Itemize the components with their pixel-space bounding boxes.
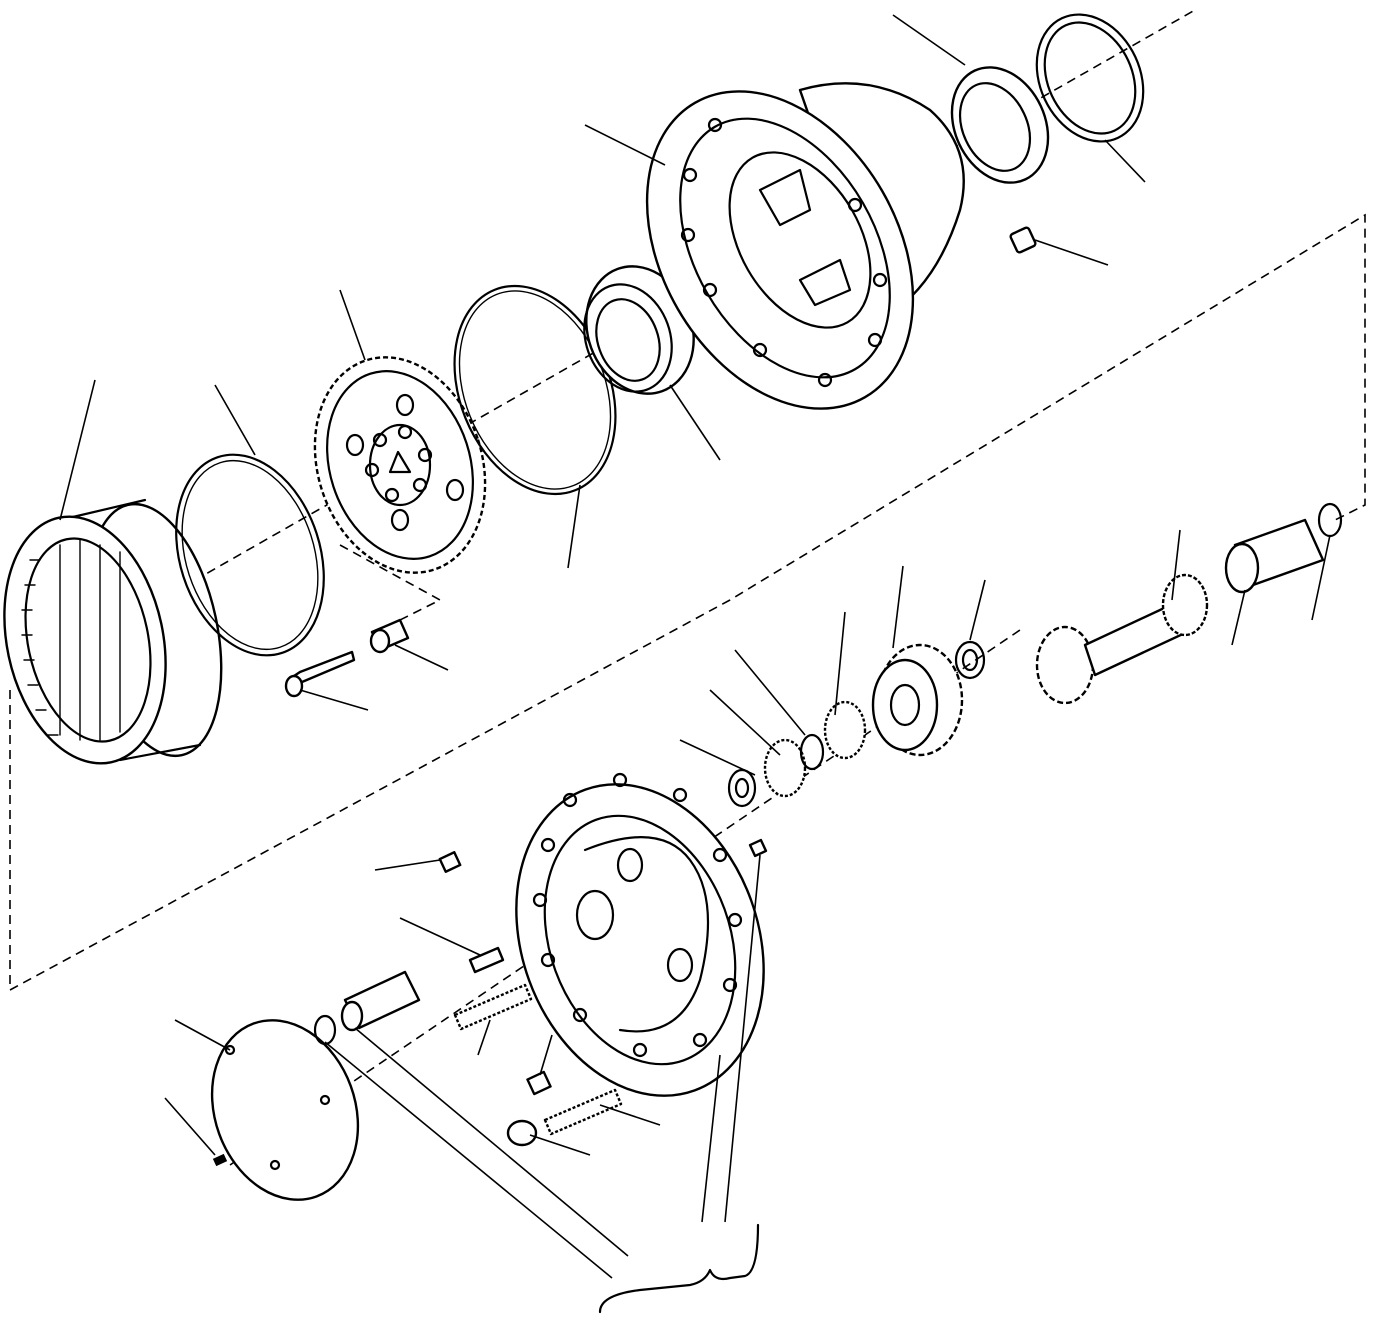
planet-carrier bbox=[313, 356, 487, 574]
bushing bbox=[369, 618, 410, 654]
planet-shaft bbox=[340, 970, 421, 1032]
roll-pin bbox=[468, 946, 505, 974]
stud bbox=[453, 983, 533, 1031]
ring-gear bbox=[3, 498, 223, 765]
plug bbox=[1009, 226, 1037, 254]
leader-lines bbox=[59, 14, 1331, 1279]
ring-gear-teeth bbox=[21, 539, 121, 741]
spacer-sleeve bbox=[1224, 518, 1325, 594]
hub-flange bbox=[515, 772, 765, 1097]
flange-nut bbox=[506, 1088, 623, 1147]
planet-gear bbox=[871, 643, 964, 757]
seal-ring bbox=[1035, 13, 1145, 143]
tapered-bearing bbox=[583, 265, 695, 395]
flange-plug bbox=[438, 838, 768, 873]
nut bbox=[526, 1070, 552, 1096]
hub-housing bbox=[645, 82, 965, 410]
o-ring bbox=[313, 1014, 337, 1046]
circlip bbox=[1317, 502, 1343, 538]
group-bracket bbox=[598, 1223, 760, 1314]
thrust-washer bbox=[727, 640, 986, 808]
outer-bearing bbox=[950, 66, 1050, 184]
needle-bearing bbox=[763, 700, 867, 798]
snap-ring bbox=[175, 453, 325, 657]
cover-plate bbox=[210, 1019, 360, 1201]
screw bbox=[212, 1153, 228, 1167]
bolt bbox=[284, 650, 356, 698]
sun-gear-shaft bbox=[1035, 573, 1209, 705]
